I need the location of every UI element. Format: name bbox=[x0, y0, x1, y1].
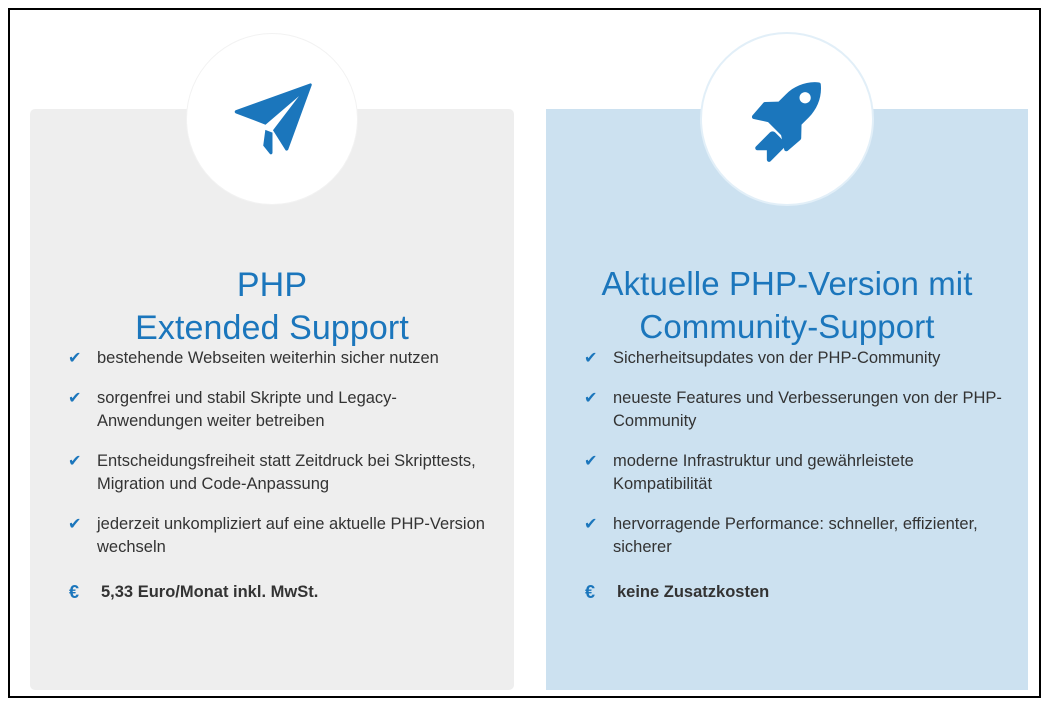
feature-text: Entscheidungsfreiheit statt Zeitdruck be… bbox=[97, 452, 476, 493]
card-php-extended-support: PHP Extended Support ✔ bestehende Websei… bbox=[30, 34, 514, 690]
feature-text: neueste Features und Verbesserungen von … bbox=[613, 389, 1002, 430]
check-icon: ✔ bbox=[584, 350, 598, 367]
comparison-frame: PHP Extended Support ✔ bestehende Websei… bbox=[8, 8, 1041, 698]
card-title-line-2: Extended Support bbox=[135, 309, 409, 348]
check-icon: ✔ bbox=[584, 390, 598, 407]
card-title-line-1: PHP bbox=[236, 266, 308, 305]
feature-text: sorgenfrei und stabil Skripte und Legacy… bbox=[97, 389, 397, 430]
check-icon: ✔ bbox=[68, 453, 82, 470]
paper-plane-icon-badge bbox=[187, 34, 357, 204]
euro-icon: € bbox=[585, 582, 596, 602]
feature-item: ✔ neueste Features und Verbesserungen vo… bbox=[584, 387, 1010, 433]
feature-item: ✔ Entscheidungsfreiheit statt Zeitdruck … bbox=[68, 450, 488, 496]
feature-item: ✔ sorgenfrei und stabil Skripte und Lega… bbox=[68, 387, 488, 433]
feature-item: ✔ hervorragende Performance: schneller, … bbox=[584, 513, 1010, 559]
feature-list-left: ✔ bestehende Webseiten weiterhin sicher … bbox=[30, 347, 514, 604]
card-title-left: PHP Extended Support bbox=[30, 264, 514, 350]
feature-text: jederzeit unkompliziert auf eine aktuell… bbox=[97, 515, 485, 556]
price-text: 5,33 Euro/Monat inkl. MwSt. bbox=[101, 583, 319, 601]
feature-item: ✔ jederzeit unkompliziert auf eine aktue… bbox=[68, 513, 488, 559]
feature-text: bestehende Webseiten weiterhin sicher nu… bbox=[97, 349, 439, 367]
rocket-icon-badge bbox=[702, 34, 872, 204]
feature-text: Sicherheitsupdates von der PHP-Community bbox=[613, 349, 941, 367]
euro-icon: € bbox=[69, 582, 80, 602]
feature-item: ✔ bestehende Webseiten weiterhin sicher … bbox=[68, 347, 488, 370]
check-icon: ✔ bbox=[584, 516, 598, 533]
card-title-right: Aktuelle PHP-Version mit Community-Suppo… bbox=[546, 262, 1028, 348]
feature-item: ✔ moderne Infrastruktur und gewährleiste… bbox=[584, 450, 1010, 496]
price-item: € 5,33 Euro/Monat inkl. MwSt. bbox=[68, 581, 488, 604]
price-text: keine Zusatzkosten bbox=[617, 583, 770, 601]
card-title-line-2: Community-Support bbox=[639, 308, 935, 346]
feature-list-right: ✔ Sicherheitsupdates von der PHP-Communi… bbox=[546, 347, 1028, 604]
check-icon: ✔ bbox=[68, 516, 82, 533]
check-icon: ✔ bbox=[584, 453, 598, 470]
feature-text: hervorragende Performance: schneller, ef… bbox=[613, 515, 978, 556]
feature-text: moderne Infrastruktur und gewährleistete… bbox=[613, 452, 914, 493]
card-title-line-1: Aktuelle PHP-Version mit bbox=[601, 265, 973, 303]
check-icon: ✔ bbox=[68, 390, 82, 407]
cards-container: PHP Extended Support ✔ bestehende Websei… bbox=[10, 10, 1039, 696]
paper-plane-icon bbox=[234, 83, 312, 155]
rocket-icon bbox=[751, 82, 822, 162]
price-item: € keine Zusatzkosten bbox=[584, 581, 1010, 604]
feature-item: ✔ Sicherheitsupdates von der PHP-Communi… bbox=[584, 347, 1010, 370]
card-aktuelle-php-version: Aktuelle PHP-Version mit Community-Suppo… bbox=[546, 34, 1028, 690]
check-icon: ✔ bbox=[68, 350, 82, 367]
